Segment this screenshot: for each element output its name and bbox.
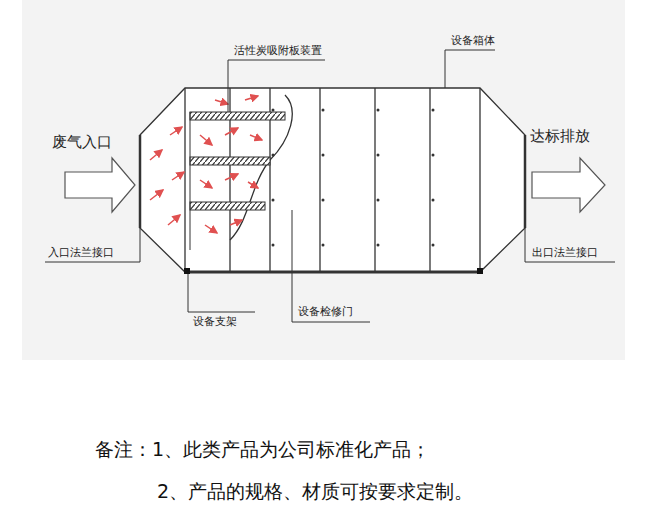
part-label: 出口法兰接口 bbox=[530, 246, 600, 259]
part-label: 设备支架 bbox=[191, 315, 239, 328]
background-panel bbox=[22, 0, 625, 360]
note-text: 2、产品的规格、材质可按要求定制。 bbox=[157, 480, 473, 503]
outlet-label: 达标排放 bbox=[530, 127, 590, 145]
inlet-label: 废气入口 bbox=[52, 133, 112, 151]
part-label: 设备箱体 bbox=[449, 34, 497, 47]
note-text: 备注：1、此类产品为公司标准化产品； bbox=[95, 438, 430, 461]
part-label: 活性炭吸附板装置 bbox=[232, 44, 324, 57]
part-label: 入口法兰接口 bbox=[46, 246, 116, 259]
part-label: 设备检修门 bbox=[296, 305, 355, 318]
